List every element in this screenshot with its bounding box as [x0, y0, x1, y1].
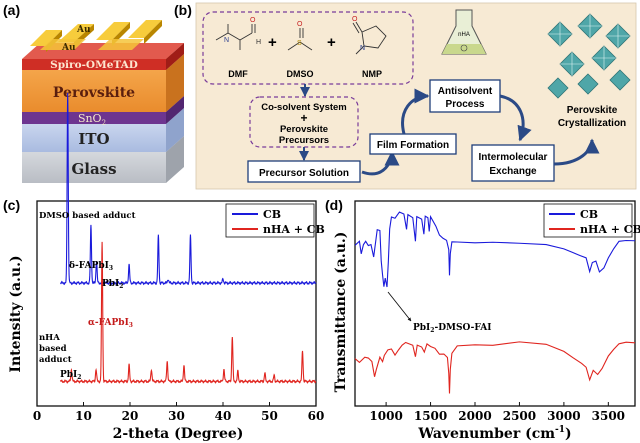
perovskite-label: Perovskite	[53, 85, 135, 101]
dmso-structure	[287, 28, 313, 51]
ftir-tick-label-4: 3000	[547, 409, 580, 423]
film-formation-box	[369, 133, 457, 155]
gold-electrodes: Au Au	[30, 20, 162, 53]
au-bottom-label: Au	[61, 43, 76, 53]
dmf-structure	[215, 24, 256, 50]
ftir-tick-label-3: 2500	[503, 409, 536, 423]
ftir-tick-label-5: 3500	[592, 409, 625, 423]
dmso-label: DMSO	[287, 69, 314, 79]
precursor-solution-label: Precursor Solution	[259, 168, 349, 179]
ftir-legend-label-cb: CB	[580, 208, 598, 221]
nmp-structure	[352, 21, 387, 55]
xrd-plot: 0 10 20 30 40 50 60	[33, 92, 325, 423]
svg-text:N: N	[360, 45, 365, 52]
panel-c-tag: (c)	[3, 197, 20, 213]
xrd-legend: CB nHA + CB	[225, 203, 325, 238]
xrd-tick-label-2: 20	[122, 409, 139, 423]
xrd-tick-label-6: 60	[308, 409, 325, 423]
panel-b: (b) N O H DMF + S O DMSO + O	[174, 2, 637, 190]
xrd-tick-label-3: 30	[168, 409, 185, 423]
precursor-solution-box	[247, 160, 361, 183]
svg-text:S: S	[297, 40, 302, 47]
perovskite-octahedra-icon	[547, 13, 631, 99]
ftir-plot: 1000 1500 2000 2500 3000 3500	[354, 200, 636, 423]
arrow-exchange-to-crystallization	[553, 138, 600, 166]
ftir-tick-label-1: 1500	[414, 409, 447, 423]
ito-label: ITO	[78, 130, 109, 148]
ftir-tick-label-2: 2000	[458, 409, 491, 423]
dmf-label: DMF	[228, 69, 248, 79]
annot-delta-phase: δ-FAPbI3	[69, 261, 113, 272]
svg-text:O: O	[297, 21, 303, 28]
flask-icon: nHA	[441, 9, 487, 55]
crystallization-line1: Perovskite	[567, 105, 618, 116]
crystallization-line2: Crystallization	[558, 118, 626, 129]
annot-nha-line2: based	[39, 344, 67, 354]
ftir-series-cb	[354, 211, 636, 288]
ftir-xlabel: Wavenumber (cm-1)	[417, 425, 571, 442]
xrd-ylabel: Intensity (a.u.)	[8, 255, 24, 372]
nmp-label: NMP	[362, 69, 382, 79]
panel-d-tag: (d)	[325, 197, 343, 213]
annot-dmso-adduct: DMSO based adduct	[39, 211, 136, 221]
panel-c: (c) 0 10 20 30 40 50 60 Intensity (a.u.) 2-the…	[3, 92, 325, 442]
cosolvent-line3: Precursors	[279, 135, 329, 146]
svg-text:O: O	[352, 16, 358, 23]
spiro-label: Spiro-OMeTAD	[50, 59, 138, 71]
xrd-tick-label-4: 40	[215, 409, 232, 423]
panel-a: (a) Glass ITO SnO2 Perovskite	[3, 2, 184, 183]
xrd-tick-label-0: 0	[33, 409, 41, 423]
annot-arrow-pbi2-dmso	[387, 291, 412, 322]
svg-text:N: N	[224, 37, 229, 44]
arrow-film-to-antisolvent	[401, 88, 430, 135]
cosolvent-box	[249, 96, 359, 148]
xrd-tick-label-5: 50	[261, 409, 278, 423]
ftir-legend-label-nha: nHA + CB	[580, 223, 640, 236]
glass-label: Glass	[71, 160, 116, 178]
ftir-legend-box	[543, 203, 633, 238]
xrd-tick-label-1: 10	[75, 409, 92, 423]
intermolecular-line1: Intermolecular	[479, 152, 548, 163]
annot-nha-line3: adduct	[39, 355, 72, 365]
ftir-frame	[354, 200, 636, 407]
intermolecular-box	[471, 144, 555, 182]
antisolvent-line1: Antisolvent	[438, 86, 493, 97]
antisolvent-box	[429, 79, 501, 113]
plus-1: +	[268, 34, 277, 51]
ftir-ylabel: Transmittance (a.u.)	[333, 232, 349, 393]
xrd-xlabel: 2-theta (Degree)	[113, 426, 244, 442]
intermolecular-line2: Exchange	[489, 166, 537, 177]
ftir-tick-label-0: 1000	[369, 409, 402, 423]
flask-label: nHA	[458, 32, 470, 38]
annot-pbi2-bottom: PbI2	[60, 370, 81, 381]
film-formation-label: Film Formation	[377, 140, 449, 151]
xrd-legend-box	[225, 203, 315, 238]
panel-b-tag: (b)	[174, 2, 192, 18]
cosolvent-line1: Co-solvent System	[261, 102, 347, 113]
cosolvent-plus: +	[300, 111, 307, 125]
xrd-legend-label-nha: nHA + CB	[263, 223, 325, 236]
annot-alpha-phase: α-FAPbI3	[88, 318, 133, 329]
ftir-legend: CB nHA + CB	[543, 203, 640, 238]
au-top-label: Au	[76, 25, 91, 35]
arrow-antisolvent-to-exchange	[499, 94, 532, 142]
ftir-series-nha-cb	[354, 341, 636, 394]
annot-pbi2-top: PbI2	[102, 279, 123, 290]
svg-text:H: H	[256, 39, 261, 46]
svg-text:O: O	[250, 17, 256, 24]
annot-pbi2-dmso-fai: PbI2-DMSO-FAI	[413, 323, 491, 334]
plus-2: +	[327, 34, 336, 51]
sno2-label: SnO2	[78, 112, 106, 127]
panel-a-tag: (a)	[3, 2, 20, 18]
perovskite-layer: Perovskite	[22, 54, 184, 112]
xrd-legend-label-cb: CB	[263, 208, 281, 221]
cosolvent-line2: Perovskite	[280, 124, 328, 135]
panel-d: (d) 1000 1500 2000 2500 3000 3500 Transmittan…	[325, 197, 640, 442]
xrd-series-nha-cb	[59, 241, 317, 384]
molecule-box	[202, 11, 414, 85]
antisolvent-line2: Process	[446, 99, 485, 110]
annot-nha-line1: nHA	[39, 333, 60, 343]
